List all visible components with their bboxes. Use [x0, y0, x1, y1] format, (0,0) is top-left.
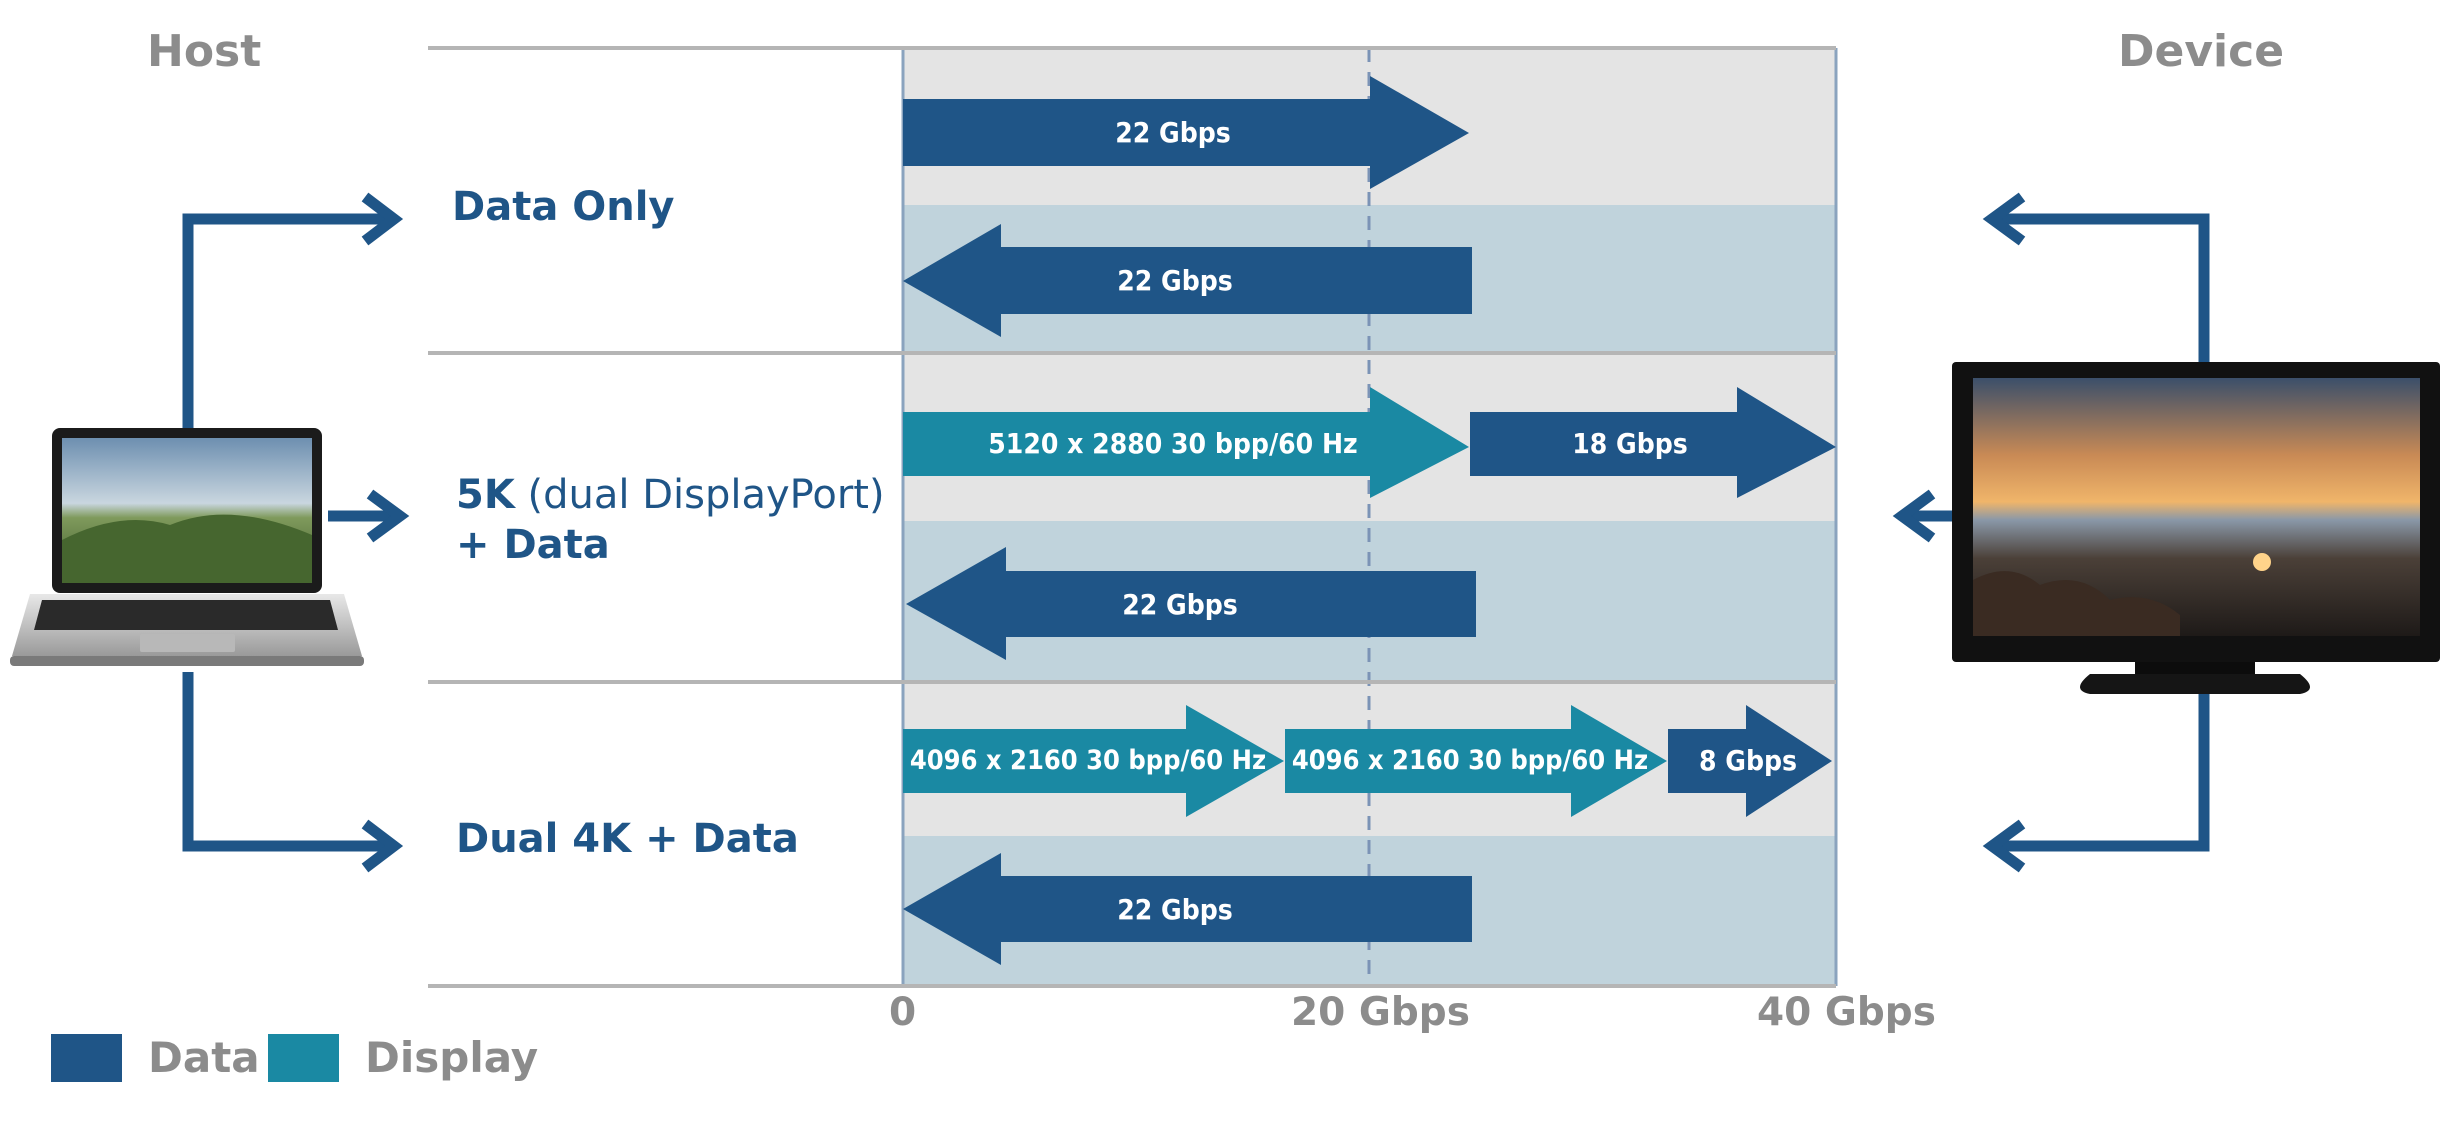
row-label-5k-detail: (dual DisplayPort)	[514, 472, 885, 518]
arrow-r2-out-data	[1470, 387, 1836, 498]
legend-data-label: Data	[148, 1033, 260, 1082]
device-header: Device	[2118, 26, 2285, 77]
device-arrowhead-top	[1982, 192, 2026, 246]
arrow-r3-out-display-2	[1285, 705, 1667, 817]
device-arrowhead-bottom	[1982, 819, 2026, 873]
label-r2-in: 22 Gbps	[1122, 588, 1238, 621]
device-connector-top	[1995, 213, 2210, 362]
axis-label-mid: 20 Gbps	[1291, 990, 1470, 1035]
legend-display-label: Display	[365, 1033, 539, 1082]
label-r2-out-data: 18 Gbps	[1572, 427, 1688, 460]
row-label-data-only: Data Only	[452, 182, 675, 232]
row-label-5k-plus-data: + Data	[456, 522, 610, 568]
device-connector-bottom	[1995, 690, 2210, 852]
label-r3-out-display-2: 4096 x 2160 30 bpp/60 Hz	[1291, 745, 1649, 776]
device-arrowhead-mid	[1892, 489, 1936, 543]
host-arrowhead-bottom	[361, 819, 404, 873]
label-r3-out-display-1: 4096 x 2160 30 bpp/60 Hz	[909, 745, 1267, 776]
label-r1-in: 22 Gbps	[1117, 264, 1233, 297]
label-r1-out: 22 Gbps	[1115, 116, 1231, 149]
host-connector-top	[182, 213, 390, 428]
label-r3-out-data: 8 Gbps	[1698, 744, 1798, 777]
arrow-r3-in	[903, 853, 1472, 965]
row-label-dual-4k: Dual 4K + Data	[456, 814, 799, 864]
host-arrowhead-top	[361, 192, 404, 246]
host-arrowhead-mid	[366, 489, 410, 543]
arrow-r3-out-data	[1668, 705, 1832, 817]
axis-label-zero: 0	[889, 990, 917, 1035]
row-label-5k-bold: 5K	[456, 472, 515, 518]
label-r3-in: 22 Gbps	[1117, 893, 1233, 926]
row-label-text: Data Only	[452, 184, 675, 230]
legend-data-swatch	[51, 1034, 122, 1082]
row-label-5k: 5K (dual DisplayPort) + Data	[456, 470, 896, 570]
arrow-r2-in	[906, 547, 1476, 660]
arrow-r1-in	[903, 224, 1472, 337]
tv-image	[1952, 362, 2440, 694]
arrow-r3-out-display-1	[903, 705, 1284, 817]
host-connector-bottom	[182, 672, 390, 852]
legend-display-swatch	[268, 1034, 339, 1082]
label-r2-out-display: 5120 x 2880 30 bpp/60 Hz	[988, 427, 1358, 460]
laptop-image	[10, 428, 364, 666]
axis-label-max: 40 Gbps	[1757, 990, 1936, 1035]
arrow-r1-out	[903, 76, 1469, 189]
arrow-r2-out-display	[903, 387, 1469, 498]
host-header: Host	[147, 26, 262, 77]
row-label-text: Dual 4K + Data	[456, 816, 799, 862]
